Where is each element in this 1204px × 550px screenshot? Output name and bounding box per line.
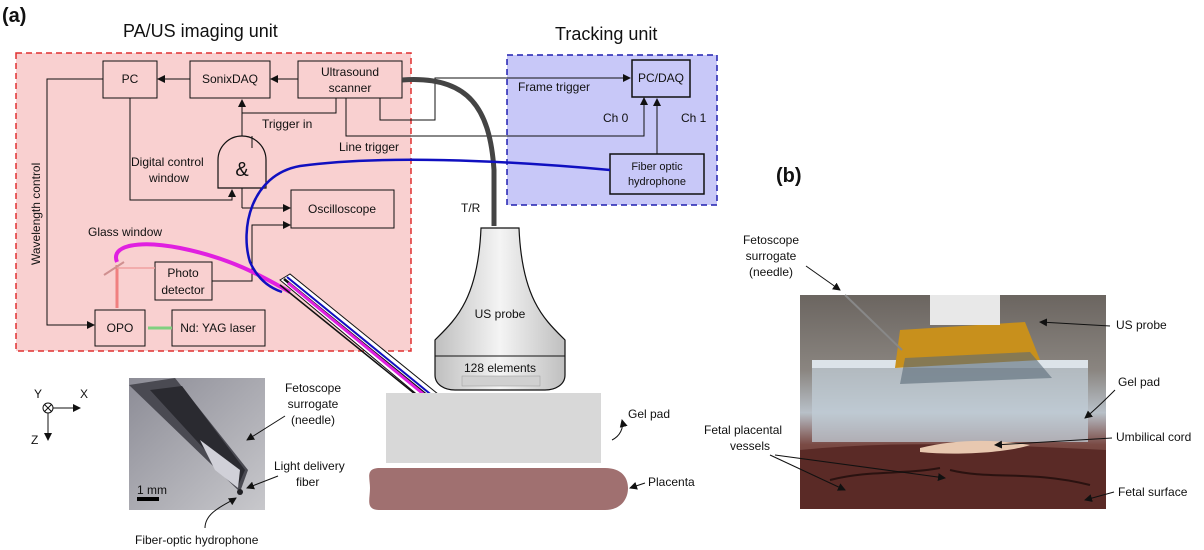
inset-hydrophone-label: Fiber-optic hydrophone bbox=[135, 533, 259, 547]
oscilloscope-box bbox=[290, 189, 395, 229]
inset-fetoscope-label-3: (needle) bbox=[291, 413, 335, 427]
probe-elements-array bbox=[461, 375, 541, 387]
photo-fetal-surface-label: Fetal surface bbox=[1118, 485, 1188, 499]
axis-x-label: X bbox=[80, 387, 88, 401]
and-gate bbox=[217, 135, 267, 189]
photo-gel-pad-label: Gel pad bbox=[1118, 375, 1160, 389]
inset-light-arrow bbox=[246, 475, 279, 490]
ndyag-label: Nd: YAG laser bbox=[180, 321, 256, 335]
us-scanner-label-1: Ultrasound bbox=[321, 65, 379, 79]
gel-pad bbox=[386, 393, 601, 463]
tracking-unit bbox=[506, 54, 718, 206]
inset-light-label-2: fiber bbox=[296, 475, 319, 489]
photo-vessels-arrow-2 bbox=[774, 454, 946, 482]
us-probe-label: US probe bbox=[475, 307, 526, 321]
line-trigger-label: Line trigger bbox=[339, 140, 399, 154]
photo-us-probe-label: US probe bbox=[1116, 318, 1167, 332]
fiber-hydrophone-label-1: Fiber optic bbox=[631, 161, 683, 173]
photo-vessels-label-2: vessels bbox=[730, 439, 770, 453]
inset-hydrophone-arrow bbox=[204, 497, 237, 529]
frame-trigger-label: Frame trigger bbox=[518, 80, 590, 94]
opo-box bbox=[94, 309, 146, 347]
coordinate-axes bbox=[42, 402, 81, 441]
signal-lines bbox=[46, 74, 661, 329]
axis-z-label: Z bbox=[31, 433, 38, 447]
and-gate-label: & bbox=[235, 159, 249, 181]
gel-pad-arrow bbox=[611, 419, 628, 441]
pcdaq-box bbox=[631, 59, 691, 98]
tracking-title: Tracking unit bbox=[555, 24, 657, 44]
pa-us-title: PA/US imaging unit bbox=[123, 21, 278, 41]
inset-light-label-1: Light delivery bbox=[274, 459, 345, 473]
us-scanner-label-2: scanner bbox=[329, 81, 372, 95]
inset-fetoscope-arrow bbox=[246, 415, 286, 441]
photo-us-probe-arrow bbox=[1039, 318, 1111, 327]
tr-label: T/R bbox=[461, 201, 481, 215]
glass-window bbox=[103, 261, 125, 276]
pa-us-unit bbox=[15, 52, 412, 352]
photo-fetoscope-label-1: Fetoscope bbox=[743, 233, 799, 247]
sonixdaq-label: SonixDAQ bbox=[202, 72, 258, 86]
wavelength-control-label: Wavelength control bbox=[29, 163, 43, 265]
experimental-setup-photo bbox=[800, 294, 1106, 509]
glass-window-label: Glass window bbox=[88, 225, 162, 239]
needle-inset-photo bbox=[129, 378, 265, 510]
photo-vessels-arrow-1 bbox=[769, 454, 846, 491]
photo-vessels-label-1: Fetal placental bbox=[704, 423, 782, 437]
photo-fetal-surface-arrow bbox=[1084, 491, 1115, 502]
hydrophone-fiber bbox=[245, 158, 611, 294]
photo-fetoscope-arrow bbox=[805, 265, 841, 291]
pc-label: PC bbox=[122, 72, 139, 86]
panel-a-label: (a) bbox=[2, 5, 26, 27]
fiber-hydrophone-label-2: hydrophone bbox=[628, 176, 686, 188]
digital-control-label-2: window bbox=[148, 171, 189, 185]
panel-b-label: (b) bbox=[776, 165, 802, 187]
trigger-in-label: Trigger in bbox=[262, 117, 312, 131]
gel-pad-label: Gel pad bbox=[628, 407, 670, 421]
oscilloscope-label: Oscilloscope bbox=[308, 202, 376, 216]
opo-label: OPO bbox=[107, 321, 134, 335]
us-probe bbox=[434, 227, 566, 391]
ch0-label: Ch 0 bbox=[603, 111, 629, 125]
photodetector-label-1: Photo bbox=[167, 266, 199, 280]
photodetector-label-2: detector bbox=[161, 283, 204, 297]
ch1-label: Ch 1 bbox=[681, 111, 707, 125]
probe-elements-label: 128 elements bbox=[464, 361, 536, 375]
axis-y-label: Y bbox=[34, 387, 42, 401]
photo-fetoscope-label-2: surrogate bbox=[746, 249, 797, 263]
light-delivery-fiber bbox=[114, 242, 291, 294]
photo-fetoscope-label-3: (needle) bbox=[749, 265, 793, 279]
photo-umbilical-arrow bbox=[994, 437, 1113, 449]
inset-scale-label: 1 mm bbox=[137, 483, 167, 497]
placenta bbox=[369, 468, 628, 510]
photo-umbilical-label: Umbilical cord bbox=[1116, 430, 1191, 444]
placenta-label: Placenta bbox=[648, 475, 695, 489]
photo-gel-pad-arrow bbox=[1084, 389, 1116, 419]
placenta-arrow bbox=[629, 481, 646, 490]
inset-fetoscope-label-1: Fetoscope bbox=[285, 381, 341, 395]
digital-control-label-1: Digital control bbox=[131, 155, 204, 169]
inset-fetoscope-label-2: surrogate bbox=[288, 397, 339, 411]
pcdaq-label: PC/DAQ bbox=[638, 71, 684, 85]
